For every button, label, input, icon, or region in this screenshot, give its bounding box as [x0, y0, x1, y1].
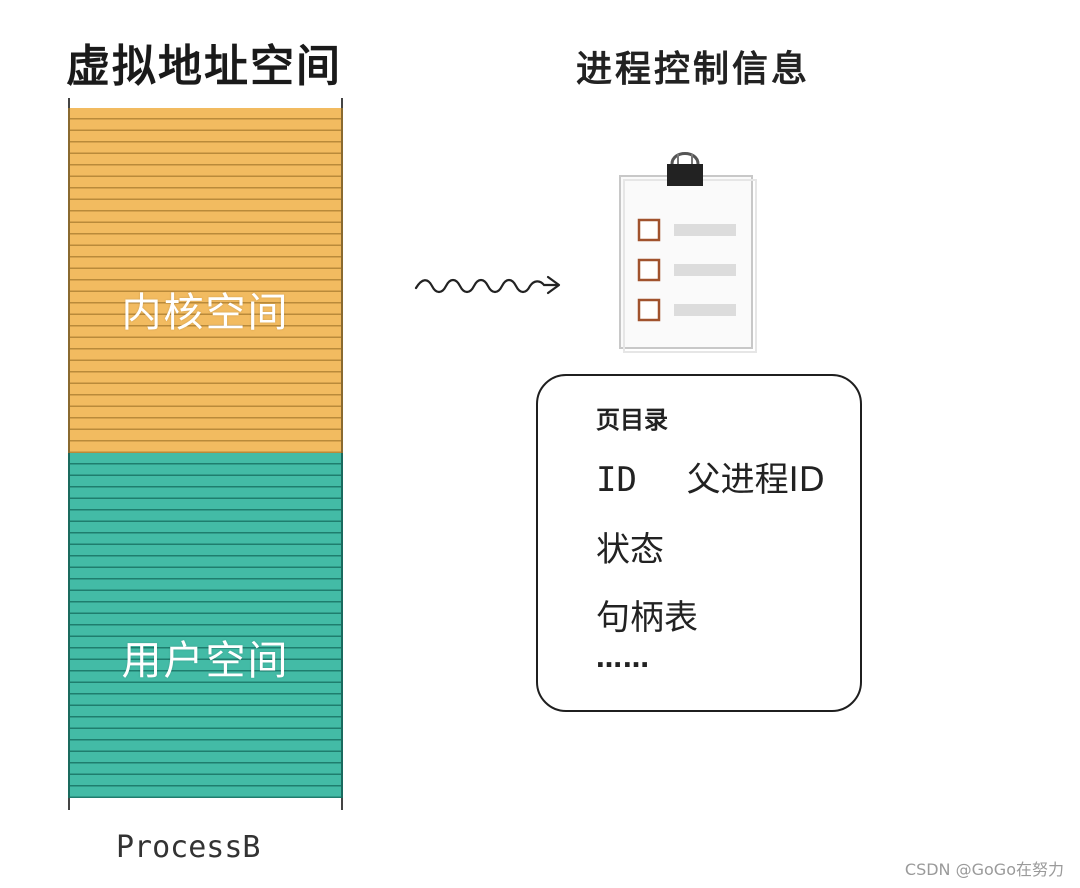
- kernel-space-block: [68, 108, 343, 453]
- page-directory-field: 页目录: [596, 406, 668, 434]
- user-space-label: 用户空间: [121, 638, 290, 684]
- top-left-tick: [68, 98, 70, 108]
- handle-table-field: 句柄表: [596, 598, 698, 638]
- user-space-block: [68, 453, 343, 798]
- process-control-info-title: 进程控制信息: [576, 49, 811, 90]
- state-field: 状态: [596, 530, 664, 570]
- clipboard-checklist-icon: [619, 152, 757, 353]
- address-space-column: 内核空间 用户空间: [68, 98, 343, 810]
- id-field: ID: [596, 460, 637, 500]
- ellipsis: ……: [596, 644, 650, 674]
- process-control-block: 页目录 ID 父进程ID 状态 句柄表 ……: [536, 374, 862, 712]
- kernel-space-label: 内核空间: [121, 290, 290, 336]
- process-name-label: ProcessB: [116, 830, 261, 865]
- wavy-arrow-icon: [414, 275, 561, 295]
- virtual-address-space-title: 虚拟地址空间: [66, 41, 342, 92]
- bottom-left-tick: [68, 798, 70, 810]
- parent-id-field: 父进程ID: [686, 460, 825, 500]
- id-row: ID 父进程ID: [596, 452, 825, 501]
- bottom-right-tick: [341, 798, 343, 810]
- watermark: CSDN @GoGo在努力: [904, 860, 1064, 879]
- top-right-tick: [341, 98, 343, 108]
